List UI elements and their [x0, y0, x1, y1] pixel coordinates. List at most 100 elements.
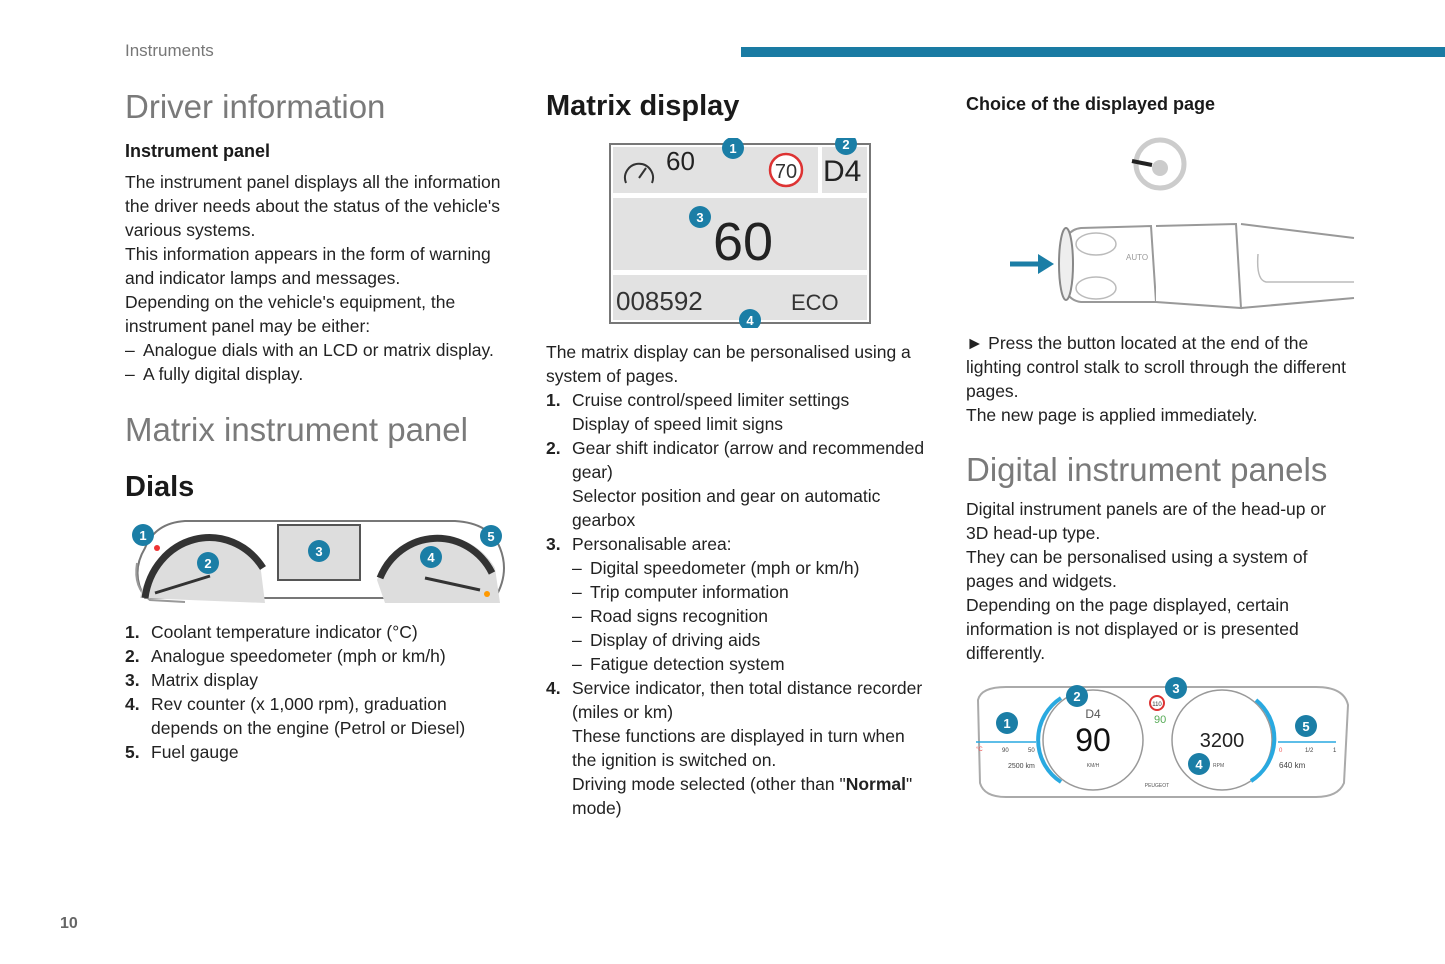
svg-text:KM/H: KM/H — [1087, 763, 1100, 769]
svg-text:1: 1 — [139, 528, 146, 543]
svg-text:90: 90 — [1075, 722, 1111, 758]
callout-3: 3 — [689, 206, 711, 228]
numbered-list-item: 3.Personalisable area: — [546, 532, 946, 556]
callout-3: 3 — [308, 540, 330, 562]
digital-speed: 60 — [713, 212, 773, 272]
sub-bullet-list-item: –Display of driving aids — [572, 628, 946, 652]
text-line: Road signs recognition — [590, 606, 769, 626]
text-line: Display of driving aids — [590, 630, 761, 650]
text-line: Display of speed limit signs — [572, 414, 784, 434]
text-line: information is not displayed or is prese… — [966, 619, 1299, 639]
bullet-list-item: –A fully digital display. — [125, 362, 535, 386]
text-line: Service indicator, then total distance r… — [572, 678, 923, 698]
right-column: Choice of the displayed page AUTO ► Pres… — [966, 88, 1366, 807]
list-number: 2. — [125, 646, 140, 666]
list-number: 1. — [125, 622, 140, 642]
dash-marker: – — [125, 340, 135, 360]
callout-4: 4 — [420, 546, 442, 568]
numbered-list-item: 1.Coolant temperature indicator (°C) — [125, 620, 535, 644]
svg-text:2: 2 — [204, 556, 211, 571]
text-line: A fully digital display. — [143, 364, 304, 384]
text-line: The instrument panel displays all the in… — [125, 172, 501, 192]
sub-bullet-list-item: –Fatigue detection system — [572, 652, 946, 676]
list-number: 5. — [125, 742, 140, 762]
dash-marker: – — [572, 558, 582, 578]
odometer: 008592 — [616, 286, 703, 316]
text-line: Gear shift indicator (arrow and recommen… — [572, 438, 925, 458]
svg-text:2: 2 — [1073, 689, 1080, 704]
dash-marker: – — [572, 630, 582, 650]
paragraph: Digital instrument panels are of the hea… — [966, 497, 1366, 665]
svg-text:110: 110 — [1152, 702, 1162, 708]
svg-text:PEUGEOT: PEUGEOT — [1145, 783, 1169, 789]
text-line: Depending on the page displayed, certain — [966, 595, 1290, 615]
text-segment: Driving mode selected (other than " — [572, 774, 846, 794]
svg-text:2500 km: 2500 km — [1008, 763, 1035, 770]
text-line: Fatigue detection system — [590, 654, 785, 674]
svg-text:50: 50 — [1028, 748, 1035, 754]
callout-5: 5 — [480, 525, 502, 547]
svg-text:70: 70 — [775, 161, 797, 183]
cruise-speed: 60 — [666, 146, 695, 176]
svg-text:2: 2 — [842, 138, 849, 152]
text-line: Depending on the vehicle's equipment, th… — [125, 292, 456, 312]
list-number: 3. — [125, 670, 140, 690]
gear-indicator: D4 — [823, 155, 861, 188]
text-line: pages and widgets. — [966, 571, 1117, 591]
arrow-icon — [1010, 254, 1054, 274]
svg-text:90: 90 — [1154, 714, 1166, 726]
digital-figure: 90 D4 KM/H 110 90 3200 RPM PEUGEOT °C 90… — [966, 675, 1366, 807]
callout-4: 4 — [1188, 753, 1210, 775]
svg-text:5: 5 — [1302, 719, 1309, 734]
text-line: instrument panel may be either: — [125, 316, 371, 336]
svg-text:°C: °C — [976, 747, 983, 753]
accent-bar — [741, 47, 1445, 57]
paragraph: ► Press the button located at the end of… — [966, 331, 1366, 427]
text-line: Cruise control/speed limiter settings — [572, 390, 850, 410]
svg-text:1: 1 — [729, 141, 736, 156]
svg-text:90: 90 — [1002, 748, 1009, 754]
text-line: Analogue dials with an LCD or matrix dis… — [143, 340, 494, 360]
callout-3: 3 — [1165, 677, 1187, 699]
page-number: 10 — [60, 915, 78, 932]
callout-2: 2 — [197, 552, 219, 574]
text-line: Digital speedometer (mph or km/h) — [590, 558, 860, 578]
text-line: This information appears in the form of … — [125, 244, 491, 264]
text-line: Analogue speedometer (mph or km/h) — [151, 646, 446, 666]
driving-mode: ECO — [791, 290, 839, 315]
sub-bullet-list-item: –Road signs recognition — [572, 604, 946, 628]
digital-panel-illustration: 90 D4 KM/H 110 90 3200 RPM PEUGEOT °C 90… — [976, 677, 1350, 798]
svg-text:1: 1 — [1003, 716, 1010, 731]
svg-text:4: 4 — [746, 313, 754, 328]
text-line: gear) — [572, 462, 613, 482]
bullet-list-item: –Analogue dials with an LCD or matrix di… — [125, 338, 535, 362]
speedometer-icon — [624, 162, 654, 184]
text-line: system of pages. — [546, 366, 679, 386]
callout-4: 4 — [739, 309, 761, 328]
text-line: lighting control stalk to scroll through… — [966, 357, 1347, 377]
middle-column: Matrix display 60 70 D4 60 008592 ECO 1 … — [546, 88, 946, 820]
svg-text:640 km: 640 km — [1279, 761, 1306, 770]
text-line: (miles or km) — [572, 702, 674, 722]
text-line: Rev counter (x 1,000 rpm), graduation — [151, 694, 447, 714]
sub-bullet-list-item: –Digital speedometer (mph or km/h) — [572, 556, 946, 580]
emphasis-text: Normal — [845, 774, 907, 794]
matrix-figure: 60 70 D4 60 008592 ECO 1 2 3 4 — [546, 138, 946, 328]
svg-text:3: 3 — [696, 210, 703, 225]
list-number: 2. — [546, 438, 561, 458]
text-line: The matrix display can be personalised u… — [546, 342, 911, 362]
svg-text:4: 4 — [1195, 757, 1203, 772]
dash-marker: – — [572, 582, 582, 602]
lighting-stalk-illustration: AUTO — [1010, 137, 1355, 310]
steering-wheel-icon — [1131, 137, 1187, 191]
stalk-figure: AUTO — [966, 130, 1366, 320]
text-line: pages. — [966, 381, 1019, 401]
svg-text:3: 3 — [1172, 681, 1179, 696]
heading: Driver information — [125, 88, 386, 125]
svg-text:1: 1 — [1333, 748, 1337, 754]
text-line: Personalisable area: — [572, 534, 732, 554]
paragraph: The instrument panel displays all the in… — [125, 170, 535, 338]
text-line: The new page is applied immediately. — [966, 405, 1258, 425]
text-line: 3D head-up type. — [966, 523, 1101, 543]
